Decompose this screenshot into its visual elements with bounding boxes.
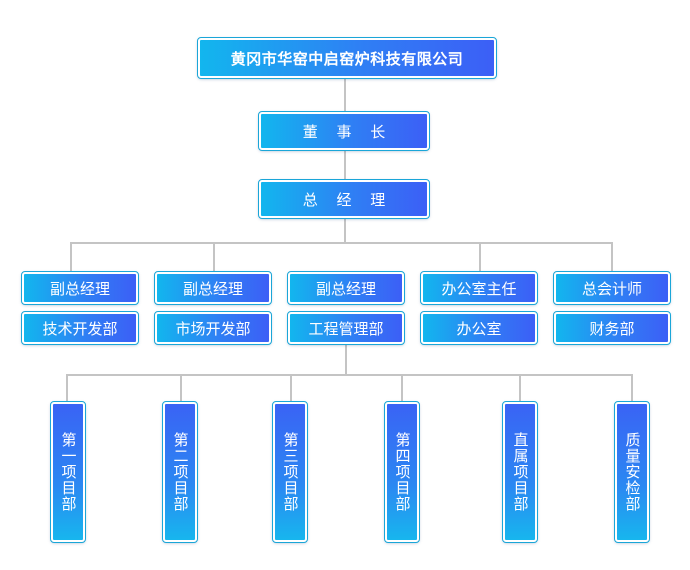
executive-box-3: 副总经理 — [287, 271, 405, 305]
connector-exec-4 — [479, 242, 481, 273]
connector-project-5 — [519, 374, 521, 403]
department-box-1: 技术开发部 — [21, 311, 139, 345]
project-dept-label: 第三项目部 — [281, 432, 300, 512]
project-dept-box-1: 第一项目部 — [50, 401, 86, 543]
executive-box-4: 办公室主任 — [420, 271, 538, 305]
project-dept-label: 第四项目部 — [393, 432, 412, 512]
project-dept-label: 质量安检部 — [623, 432, 642, 512]
connector-projects-bar — [66, 374, 633, 376]
general-manager-box: 总 经 理 — [258, 179, 430, 219]
connector-company-chairman — [344, 77, 346, 112]
executive-box-2: 副总经理 — [154, 271, 272, 305]
project-dept-box-4: 第四项目部 — [384, 401, 420, 543]
connector-chairman-gm — [344, 149, 346, 180]
connector-project-6 — [631, 374, 633, 403]
connector-exec-2 — [213, 242, 215, 273]
connector-project-1 — [66, 374, 68, 403]
connector-project-4 — [401, 374, 403, 403]
connector-exec-5 — [611, 242, 613, 273]
project-dept-box-2: 第二项目部 — [162, 401, 198, 543]
project-dept-label: 第二项目部 — [171, 432, 190, 512]
department-box-2: 市场开发部 — [154, 311, 272, 345]
executive-box-1: 副总经理 — [21, 271, 139, 305]
connector-executives-bar — [70, 242, 613, 244]
connector-exec-1 — [70, 242, 72, 273]
project-dept-box-3: 第三项目部 — [272, 401, 308, 543]
project-dept-label: 第一项目部 — [59, 432, 78, 512]
department-box-4: 办公室 — [420, 311, 538, 345]
chairman-box: 董 事 长 — [258, 111, 430, 151]
connector-project-3 — [290, 374, 292, 403]
connector-gm-down — [344, 217, 346, 243]
connector-engineering-down — [345, 344, 347, 375]
project-dept-box-6: 质量安检部 — [614, 401, 650, 543]
project-dept-label: 直属项目部 — [511, 432, 530, 512]
project-dept-box-5: 直属项目部 — [502, 401, 538, 543]
department-box-3: 工程管理部 — [287, 311, 405, 345]
connector-project-2 — [180, 374, 182, 403]
company-name-box: 黄冈市华窑中启窑炉科技有限公司 — [197, 37, 497, 79]
executive-box-5: 总会计师 — [553, 271, 671, 305]
department-box-5: 财务部 — [553, 311, 671, 345]
